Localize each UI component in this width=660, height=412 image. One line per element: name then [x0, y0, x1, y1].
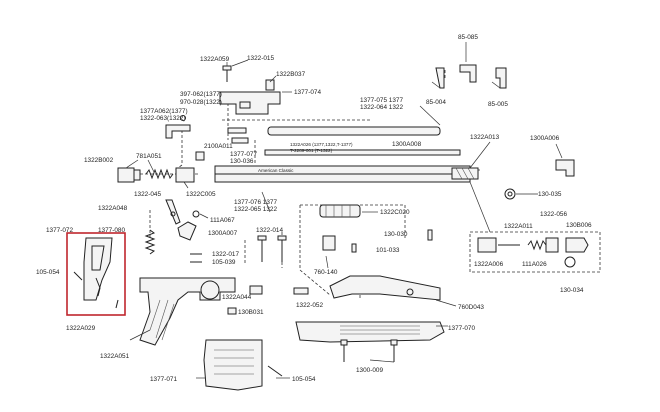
part-barrel-1377-075	[267, 126, 441, 136]
part-spring-1300A007	[144, 229, 156, 255]
part-bolt-handle-1377A062	[165, 115, 191, 139]
part-130-030	[427, 229, 433, 241]
label-130-030: 130-030	[384, 231, 408, 238]
label-1322A026: 1322A026 (1377,1322,T-1377)	[290, 142, 353, 147]
part-valve-1322A013	[451, 167, 479, 180]
part-pin-1377-077	[227, 127, 249, 144]
label-1322-045: 1322-045	[134, 191, 161, 198]
barrel-engraving: American Classic	[258, 168, 294, 173]
label-1322-056: 1322-056	[540, 211, 567, 218]
label-105-054-left: 105-054	[36, 269, 60, 276]
leader-lines	[125, 42, 563, 379]
label-1322-063: 1322-063(1322)	[140, 115, 185, 122]
part-1322C005	[175, 167, 195, 183]
label-1322A006: 1322A006	[474, 261, 504, 268]
part-pump-lever-760D043	[329, 275, 441, 301]
part-screws-1300-009	[340, 339, 398, 362]
label-1300A006: 1300A006	[530, 135, 560, 142]
label-1377-071: 1377-071	[150, 376, 177, 383]
part-grip-1377-071	[203, 339, 263, 391]
label-130-035: 130-035	[538, 191, 562, 198]
label-1322-015: 1322-015	[247, 55, 274, 62]
label-1322-052: 1322-052	[296, 302, 323, 309]
part-101-033	[351, 243, 357, 253]
part-washer-130-035	[504, 188, 516, 200]
part-111A067	[192, 210, 200, 218]
label-111A067: 111A067	[210, 217, 235, 224]
label-1377-076: 1377-076 1377	[234, 199, 277, 206]
label-1377-077: 1377-077	[230, 151, 257, 158]
part-1322-052	[293, 287, 309, 295]
label-760-140: 760-140	[314, 269, 338, 276]
label-1322B002: 1322B002	[84, 157, 114, 164]
label-130-036: 130-036	[230, 158, 254, 165]
part-rear-sight-1377-074	[219, 79, 281, 115]
label-781A051: 781A051	[136, 153, 162, 160]
part-screw-105-054-grip	[267, 365, 283, 377]
label-105-054-right: 105-054	[292, 376, 316, 383]
part-pump-tube-1300A008: American Classic	[214, 165, 471, 183]
label-1322B037: 1322B037	[276, 71, 306, 78]
label-1322A029: 1322A029	[66, 325, 96, 332]
label-1300A008: 1300A008	[392, 141, 422, 148]
label-397-062: 397-062(1377)	[180, 91, 222, 98]
part-trigger-1322-045	[165, 199, 181, 225]
part-1322A044	[249, 285, 263, 295]
part-2100A011	[195, 151, 205, 161]
part-labels: 1322A059 1322-015 1322B037 397-062(1377)…	[36, 34, 592, 383]
part-85-series	[435, 64, 507, 89]
part-valve-assembly-inset	[477, 237, 589, 268]
part-screw-1322A059	[222, 65, 232, 82]
label-1377-075: 1377-075 1377	[360, 97, 403, 104]
part-front-sight-1300A006	[555, 159, 575, 177]
part-1322A048	[177, 221, 197, 241]
label-85-004: 85-004	[426, 99, 446, 106]
part-spring-781A051	[145, 168, 174, 180]
part-1322-017	[190, 253, 202, 263]
label-1377A062: 1377A062(1377)	[140, 108, 188, 115]
label-1377-070: 1377-070	[448, 325, 475, 332]
label-105-039: 105-039	[212, 259, 236, 266]
label-1322A011: 1322A011	[504, 223, 533, 230]
part-end-cap-1322B002	[117, 167, 141, 183]
part-frame-1322A051	[139, 277, 236, 346]
label-1377-074: 1377-074	[294, 89, 321, 96]
part-1322-014	[257, 235, 287, 262]
label-1300A007: 1300A007	[208, 230, 238, 237]
part-breech-1322A026	[264, 149, 461, 156]
part-130B031	[227, 307, 237, 315]
label-101-033: 101-033	[376, 247, 400, 254]
part-760-140	[322, 235, 336, 251]
label-1322C020: 1322C020	[380, 209, 410, 216]
label-130B006: 130B006	[566, 222, 592, 229]
label-1322A051: 1322A051	[100, 353, 130, 360]
label-1322A013: 1322A013	[470, 134, 500, 141]
label-1322A059: 1322A059	[200, 56, 230, 63]
label-130-034: 130-034	[560, 287, 584, 294]
label-1322-064: 1322-064 1322	[360, 104, 403, 111]
label-t-2289-001: T-2289-001 (T-1322)	[290, 148, 333, 153]
label-1322-017: 1322-017	[212, 251, 239, 258]
label-85-005: 85-005	[488, 101, 508, 108]
label-1322C005: 1322C005	[186, 191, 216, 198]
label-2100A011: 2100A011	[204, 143, 233, 150]
label-1377-072: 1377-072	[46, 227, 73, 234]
label-111A026: 111A026	[522, 261, 547, 268]
label-130B031: 130B031	[238, 309, 264, 316]
label-1377-080: 1377-080	[98, 227, 125, 234]
label-1322A044: 1322A044	[222, 294, 252, 301]
label-1300-009: 1300-009	[356, 367, 383, 374]
label-1322A048: 1322A048	[98, 205, 128, 212]
label-85-085: 85-085	[458, 34, 478, 41]
label-970-028: 970-028(1322)	[180, 99, 222, 106]
label-1322-014: 1322-014	[256, 227, 283, 234]
part-forend-1377-070	[295, 321, 445, 343]
label-1322-065: 1322-065 1322	[234, 206, 277, 213]
label-760D043: 760D043	[458, 304, 484, 311]
highlight-box-grip-panel	[66, 232, 126, 316]
part-1322C020	[319, 204, 361, 218]
